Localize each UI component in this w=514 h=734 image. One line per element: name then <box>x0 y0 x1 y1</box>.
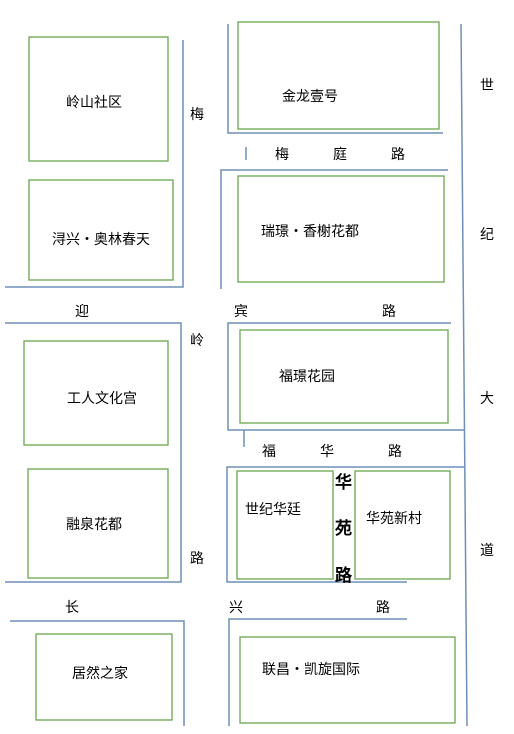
road-label-changxing-1: 长 <box>65 600 79 616</box>
block-gongren <box>23 340 169 446</box>
block-label-xunxing: 浔兴・奥林春天 <box>52 232 150 248</box>
road-label-yingbin-3: 路 <box>382 304 396 320</box>
block-huayuan <box>354 470 451 580</box>
road-edge-ruijing <box>220 169 448 289</box>
block-label-jinlong: 金龙壹号 <box>282 89 338 105</box>
road-edge-lianchang <box>228 618 407 726</box>
block-label-rongquan: 融泉花都 <box>66 517 122 533</box>
block-label-jurang: 居然之家 <box>72 666 128 682</box>
road-label-fuhua-3: 路 <box>388 444 402 460</box>
road-label-changxing-3: 路 <box>376 600 390 616</box>
block-label-ruijing: 瑞璟・香榭花都 <box>261 224 359 240</box>
road-label-shiji-dadao-4: 道 <box>480 543 494 559</box>
road-label-meiling-3: 路 <box>190 551 204 567</box>
road-edge-gongren <box>5 322 182 583</box>
block-lianchang <box>239 636 456 724</box>
road-edge-lingshan <box>5 40 184 288</box>
road-label-yingbin-1: 迎 <box>75 304 89 320</box>
block-label-lingshan: 岭山社区 <box>66 95 122 111</box>
road-label-shiji-dadao-1: 世 <box>480 78 494 94</box>
road-edge-shiji <box>226 466 465 583</box>
road-label-shiji-dadao-3: 大 <box>480 391 494 407</box>
road-label-yingbin-2: 宾 <box>234 304 248 320</box>
road-label-meiting-3: 路 <box>391 147 405 163</box>
block-shiji <box>236 470 334 580</box>
road-label-huayuan-1: 华 <box>335 473 352 493</box>
block-ruijing <box>237 175 445 283</box>
road-label-meiting-2: 庭 <box>333 147 347 163</box>
road-label-shiji-dadao-2: 纪 <box>480 227 494 243</box>
block-jinlong <box>237 21 440 130</box>
road-label-huayuan-3: 路 <box>335 566 352 586</box>
block-lingshan <box>28 36 169 162</box>
block-label-shiji: 世纪华廷 <box>245 502 301 518</box>
road-edge-shiji-dadao <box>460 23 468 727</box>
road-label-huayuan-2: 苑 <box>335 519 352 539</box>
block-fujing <box>239 329 449 424</box>
road-label-meiting-1: 梅 <box>275 147 289 163</box>
road-label-meiling-2: 岭 <box>190 333 204 349</box>
block-label-fujing: 福璟花园 <box>279 369 335 385</box>
road-edge-jinlong <box>227 24 443 134</box>
block-rongquan <box>27 468 169 579</box>
road-edge-jurang <box>10 620 185 726</box>
block-xunxing <box>28 179 174 281</box>
block-label-gongren: 工人文化宫 <box>67 391 137 407</box>
road-label-meiling-1: 梅 <box>190 107 204 123</box>
block-label-huayuan: 华苑新村 <box>366 511 422 527</box>
road-label-changxing-2: 兴 <box>229 600 243 616</box>
block-jurang <box>35 633 173 721</box>
block-label-lianchang: 联昌・凯旋国际 <box>262 662 360 678</box>
road-label-fuhua-1: 福 <box>262 444 276 460</box>
road-edge-fujing <box>227 322 465 431</box>
road-label-fuhua-2: 华 <box>320 444 334 460</box>
